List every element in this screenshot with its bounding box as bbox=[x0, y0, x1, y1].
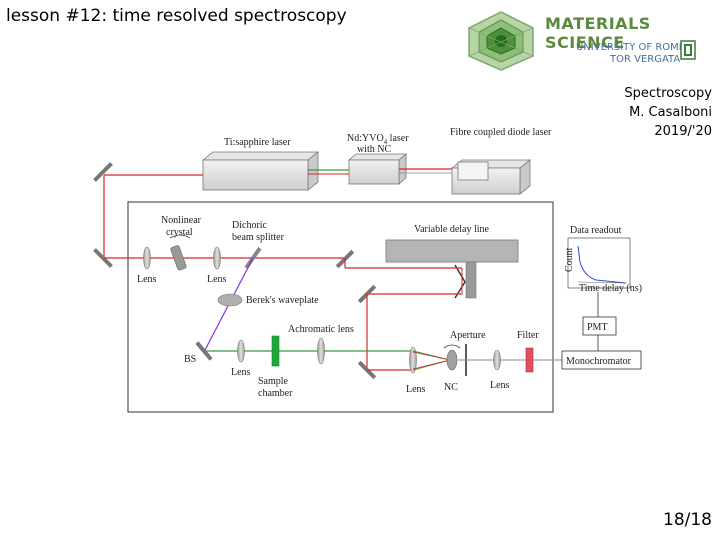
lens-4 bbox=[409, 346, 417, 374]
nd-laser-label-2: with NC bbox=[357, 144, 392, 155]
lens-3-label: Lens bbox=[231, 367, 251, 378]
lens-2 bbox=[213, 246, 221, 270]
page-number: 18/18 bbox=[663, 510, 712, 530]
bs-label: BS bbox=[184, 354, 196, 365]
nonlinear-crystal bbox=[170, 245, 187, 271]
data-readout-label: Data readout bbox=[570, 225, 622, 236]
bereks-label: Berek's waveplate bbox=[246, 295, 319, 306]
pmt-label: PMT bbox=[587, 322, 608, 333]
university-name: UNIVERSITY OF ROME TOR VERGATA bbox=[576, 42, 685, 66]
ti-sapphire-label: Ti:sapphire laser bbox=[224, 137, 291, 148]
variable-delay-label: Variable delay line bbox=[414, 224, 490, 235]
bereks-waveplate bbox=[217, 293, 243, 307]
variable-delay-line bbox=[385, 239, 519, 263]
sample-label-1: Sample bbox=[258, 376, 289, 387]
aperture-label: Aperture bbox=[450, 330, 486, 341]
lens-4-label: Lens bbox=[406, 384, 426, 395]
author-name: M. Casalboni bbox=[629, 105, 712, 120]
lens-1 bbox=[143, 246, 151, 270]
time-delay-label: Time delay (ns) bbox=[579, 283, 642, 294]
lens-3 bbox=[237, 339, 245, 363]
filter-label: Filter bbox=[517, 330, 539, 341]
count-label: Count bbox=[564, 247, 575, 272]
monochromator-label: Monochromator bbox=[566, 356, 632, 367]
nonlinear-label-1: Nonlinear bbox=[161, 215, 202, 226]
lens-5 bbox=[493, 349, 501, 371]
course-name: Spectroscopy bbox=[624, 86, 712, 101]
nc-label: NC bbox=[444, 382, 458, 393]
nd-laser-label: Nd:YVO4 laser bbox=[347, 133, 409, 146]
slide-title: lesson #12: time resolved spectroscopy bbox=[6, 6, 347, 26]
university-line-1: UNIVERSITY OF ROME bbox=[576, 42, 686, 53]
nonlinear-label-2: crystal bbox=[166, 227, 193, 238]
sample-label-2: chamber bbox=[258, 388, 293, 399]
nd-yvo4-laser bbox=[347, 153, 408, 185]
filter bbox=[525, 347, 534, 373]
nc-crystal bbox=[446, 349, 458, 371]
optical-table-enclosure bbox=[127, 201, 554, 413]
slide-meta: Spectroscopy M. Casalboni 2019/'20 bbox=[624, 84, 712, 141]
lens-1-label: Lens bbox=[137, 274, 157, 285]
fibre-laser-label: Fibre coupled diode laser bbox=[450, 127, 552, 138]
pmt bbox=[582, 316, 617, 336]
university-line-2: TOR VERGATA bbox=[610, 54, 681, 65]
university-crest-icon bbox=[680, 40, 696, 60]
materials-science-logo bbox=[468, 11, 534, 71]
fibre-diode-laser bbox=[450, 159, 532, 195]
brand-name: MATERIALS SCIENCE bbox=[545, 14, 651, 52]
monochromator bbox=[561, 350, 642, 370]
achromatic-lens bbox=[317, 337, 325, 365]
academic-year: 2019/'20 bbox=[654, 124, 712, 139]
achromatic-label: Achromatic lens bbox=[288, 324, 354, 335]
lens-5-label: Lens bbox=[490, 380, 510, 391]
lens-2-label: Lens bbox=[207, 274, 227, 285]
beam-splitter bbox=[195, 341, 213, 361]
sample-chamber bbox=[271, 335, 280, 367]
ti-sapphire-laser bbox=[201, 151, 320, 191]
dichoric-label-2: beam splitter bbox=[232, 232, 285, 243]
dichoric-label-1: Dichoric bbox=[232, 220, 268, 231]
